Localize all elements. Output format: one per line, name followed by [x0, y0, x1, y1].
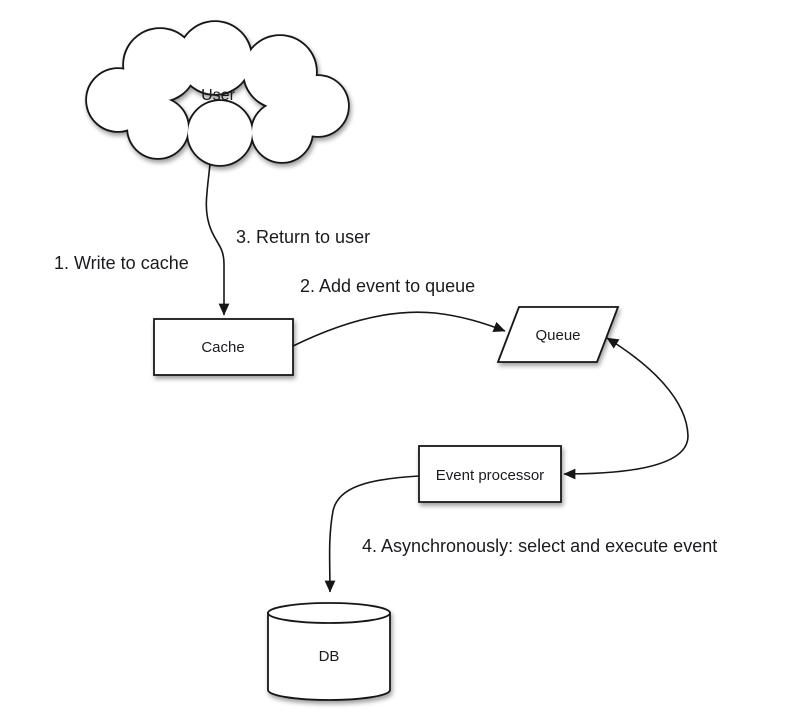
event-processor-node	[418, 445, 562, 503]
cache-label: Cache	[201, 339, 244, 356]
user-cloud-node	[85, 20, 350, 167]
db-node	[267, 602, 391, 701]
edge-cache-to-queue	[292, 311, 506, 347]
queue-node	[496, 306, 620, 363]
db-cylinder-body	[267, 612, 391, 701]
step2-label: 2. Add event to queue	[300, 276, 475, 296]
step3-label: 3. Return to user	[236, 227, 370, 247]
queue-label: Queue	[535, 327, 580, 344]
edge-queue-event-processor-bidirectional	[563, 337, 689, 480]
edge-user-to-cache	[205, 163, 230, 316]
db-cylinder-top	[267, 602, 391, 624]
labels-layer: User Cache Queue Event processor DB 1. W…	[54, 87, 717, 665]
user-label: User	[201, 87, 235, 104]
cache-node	[153, 318, 294, 376]
step1-label: 1. Write to cache	[54, 253, 189, 273]
edge-event-processor-to-db	[324, 475, 420, 593]
db-label: DB	[319, 648, 340, 665]
edges-layer	[205, 163, 689, 593]
step4-label: 4. Asynchronously: select and execute ev…	[362, 536, 717, 556]
cloud-shape-fill	[87, 22, 348, 165]
event-processor-label: Event processor	[436, 467, 544, 484]
nodes-layer	[85, 20, 620, 701]
